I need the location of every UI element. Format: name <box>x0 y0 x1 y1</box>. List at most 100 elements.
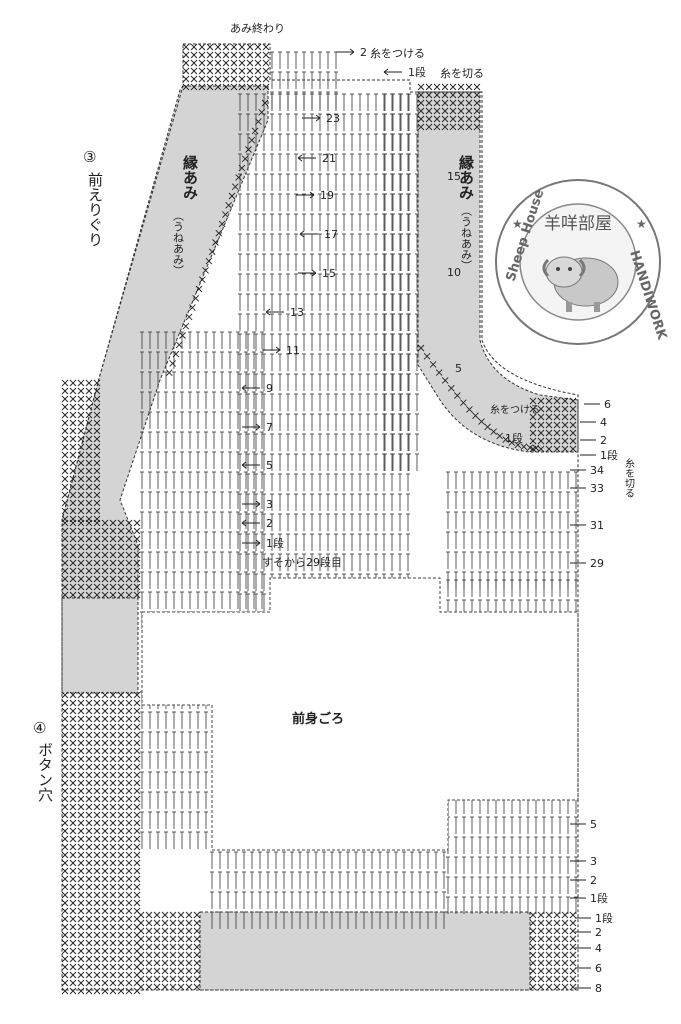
sc-stitch <box>545 935 553 943</box>
sc-stitch <box>545 959 553 967</box>
sc-stitch <box>61 435 69 443</box>
sc-stitch <box>133 707 141 715</box>
sc-stitch <box>169 360 176 367</box>
sc-stitch <box>85 583 93 591</box>
sc-stitch <box>117 955 125 963</box>
sc-stitch <box>161 975 169 983</box>
sc-stitch <box>137 919 145 927</box>
sc-stitch <box>61 931 69 939</box>
sc-stitch <box>569 935 577 943</box>
sc-stitch <box>212 239 219 246</box>
watermark-star-left: ★ <box>512 217 523 231</box>
sc-stitch <box>206 43 214 51</box>
sc-stitch <box>61 811 69 819</box>
sc-stitch <box>101 835 109 843</box>
sc-stitch <box>85 551 93 559</box>
sc-stitch <box>93 699 101 707</box>
sc-stitch <box>193 951 201 959</box>
sc-stitch <box>193 935 201 943</box>
sc-stitch <box>133 575 141 583</box>
sc-stitch <box>101 963 109 971</box>
sc-stitch <box>85 763 93 771</box>
sc-stitch <box>449 107 457 115</box>
watermark-star-right: ★ <box>636 217 647 231</box>
sc-stitch <box>537 397 545 405</box>
sc-stitch <box>529 951 537 959</box>
sc-stitch <box>230 83 238 91</box>
sc-stitch <box>93 559 101 567</box>
sc-stitch <box>101 971 109 979</box>
sc-stitch <box>145 935 153 943</box>
sc-stitch <box>561 437 569 445</box>
sc-stitch <box>85 939 93 947</box>
sc-stitch <box>145 919 153 927</box>
sc-stitch <box>537 429 545 437</box>
sc-stitch <box>169 935 177 943</box>
sc-stitch <box>202 267 209 274</box>
sc-stitch <box>85 739 93 747</box>
row-arrow-head <box>275 346 281 354</box>
sc-stitch <box>133 771 141 779</box>
sc-stitch <box>61 379 69 387</box>
sc-stitch <box>125 739 133 747</box>
sc-stitch <box>61 803 69 811</box>
sc-stitch <box>61 971 69 979</box>
sc-stitch <box>137 935 145 943</box>
sc-stitch <box>69 771 77 779</box>
sc-stitch <box>101 899 109 907</box>
sc-stitch <box>61 575 69 583</box>
sc-stitch <box>69 795 77 803</box>
sc-stitch <box>93 411 101 419</box>
sc-stitch <box>553 911 561 919</box>
sc-stitch <box>61 939 69 947</box>
sc-stitch <box>222 67 230 75</box>
right-row-3: 1段 <box>600 448 618 462</box>
sc-stitch <box>514 441 522 449</box>
sc-stitch <box>133 583 141 591</box>
sc-stitch <box>185 975 193 983</box>
sc-stitch <box>93 567 101 575</box>
sc-stitch <box>85 931 93 939</box>
sc-stitch <box>69 491 77 499</box>
row-arrow-head <box>311 269 317 277</box>
sc-stitch <box>93 535 101 543</box>
sc-stitch <box>109 987 117 995</box>
sc-stitch <box>165 369 173 377</box>
sc-stitch <box>529 959 537 967</box>
sc-stitch <box>561 919 569 927</box>
sc-stitch <box>77 379 85 387</box>
sc-stitch <box>545 951 553 959</box>
sc-stitch <box>77 419 85 427</box>
sc-stitch <box>254 67 262 75</box>
sc-stitch <box>441 123 449 131</box>
sc-stitch <box>77 739 85 747</box>
sc-stitch <box>93 971 101 979</box>
sc-stitch <box>61 875 69 883</box>
sc-stitch <box>109 843 117 851</box>
sc-stitch <box>545 927 553 935</box>
sc-stitch <box>472 412 479 420</box>
sc-stitch <box>215 229 223 237</box>
sc-stitch <box>93 739 101 747</box>
sc-stitch <box>231 183 239 191</box>
sc-stitch <box>145 967 153 975</box>
sc-stitch <box>77 931 85 939</box>
sc-stitch <box>109 835 117 843</box>
sc-stitch <box>85 519 93 527</box>
sc-stitch <box>182 51 190 59</box>
sc-stitch <box>69 551 77 559</box>
sc-stitch <box>93 395 101 403</box>
sc-stitch <box>117 947 125 955</box>
sc-stitch <box>529 911 537 919</box>
sc-stitch <box>109 575 117 583</box>
sc-stitch <box>85 899 93 907</box>
sc-stitch <box>228 192 236 200</box>
sc-stitch <box>101 715 109 723</box>
sc-stitch <box>61 519 69 527</box>
neck-row-11: 5 <box>266 459 273 472</box>
sc-stitch <box>77 499 85 507</box>
sc-stitch <box>85 867 93 875</box>
sc-stitch <box>206 83 214 91</box>
sc-stitch <box>69 459 77 467</box>
sc-stitch <box>190 83 198 91</box>
